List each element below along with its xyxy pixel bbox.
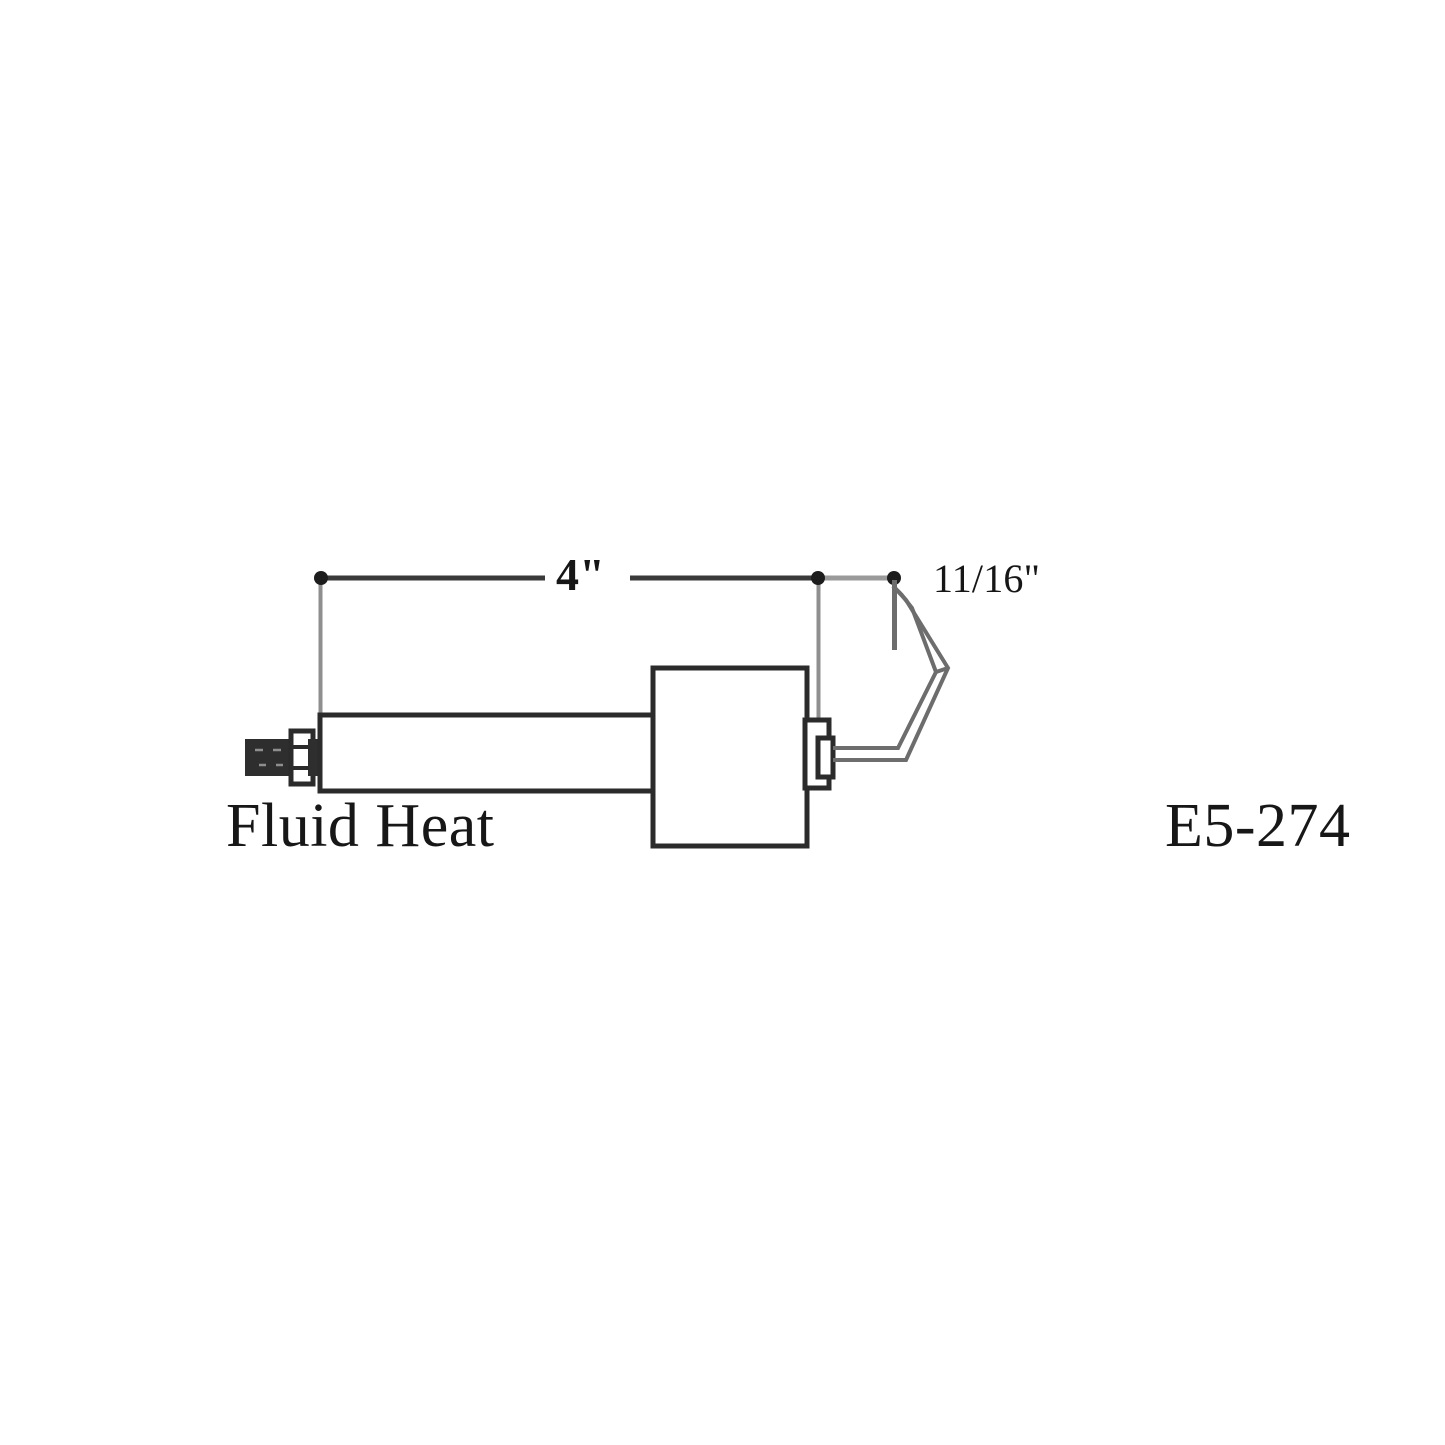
product-name-label: Fluid Heat (226, 792, 495, 860)
part-number-label: E5-274 (1165, 792, 1351, 860)
dimension-tick-left (314, 571, 328, 585)
dimension-label-overall-length: 4" (556, 549, 605, 600)
dimension-group (314, 571, 901, 722)
tube-body (317, 712, 659, 794)
dimension-tick-mid (811, 571, 825, 585)
dimension-tick-right (887, 571, 901, 585)
lead-wire (833, 584, 951, 762)
hex-collar (288, 728, 321, 787)
dimension-label-lead-length: 11/16" (933, 556, 1041, 601)
housing-box (650, 665, 810, 849)
end-cap (815, 735, 836, 780)
threaded-stud (245, 739, 292, 776)
